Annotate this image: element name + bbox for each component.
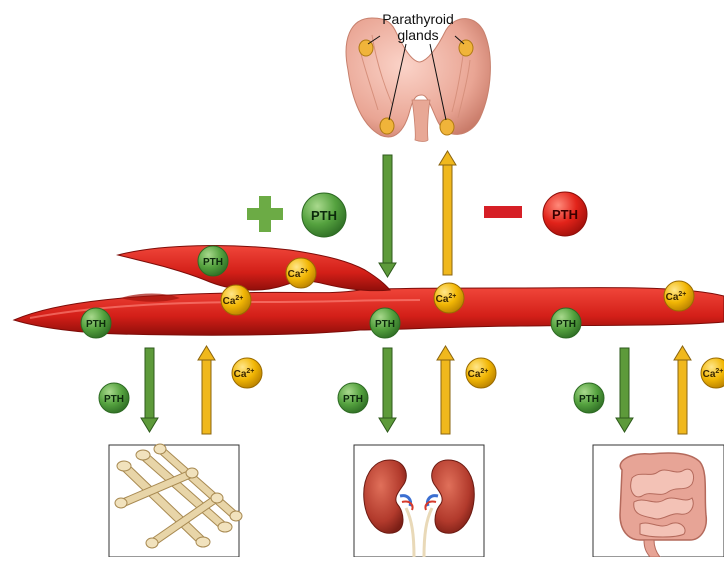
plus-sign-icon [247, 196, 283, 232]
kidney-panel [354, 445, 484, 557]
pth-badge-vessel-1: PTH [198, 246, 228, 276]
bone-panel [109, 444, 242, 557]
pth-badge-vessel-2: PTH [81, 308, 111, 338]
arrow-down-blood-to-kidney-pth [379, 348, 396, 432]
pth-badge-inhibited: PTH [543, 192, 587, 236]
pth-badge-bone: PTH [99, 383, 129, 413]
parathyroid-gland-lower-right [440, 119, 454, 135]
arrow-up-kidney-to-blood-calcium [437, 346, 454, 434]
calcium-badge-vessel-4: Ca2+ [664, 281, 694, 311]
calcium-badge-vessel-1: Ca2+ [286, 258, 316, 288]
gland-label-line2: glands [397, 27, 438, 43]
svg-text:PTH: PTH [104, 394, 124, 405]
arrow-up-bone-to-blood-calcium [198, 346, 215, 434]
calcium-badge-intestine: Ca2+ [701, 358, 724, 388]
arrow-down-blood-to-bone-pth [141, 348, 158, 432]
arrow-down-gland-to-blood-pth [379, 155, 396, 277]
svg-text:PTH: PTH [552, 207, 578, 222]
arrow-up-blood-to-gland-calcium [439, 151, 456, 275]
calcium-badge-vessel-2: Ca2+ [221, 285, 251, 315]
calcium-badge-kidney: Ca2+ [466, 358, 496, 388]
pth-badge-stimulating: PTH [302, 193, 346, 237]
parathyroid-gland-lower-left [380, 118, 394, 134]
blood-vessel [14, 246, 724, 336]
svg-text:PTH: PTH [579, 394, 599, 405]
svg-text:PTH: PTH [343, 394, 363, 405]
gland-label-line1: Parathyroid [382, 11, 454, 27]
arrow-up-intestine-to-blood-calcium [674, 346, 691, 434]
pth-badge-vessel-4: PTH [551, 308, 581, 338]
svg-text:PTH: PTH [311, 208, 337, 223]
svg-text:PTH: PTH [86, 319, 106, 330]
calcium-badge-vessel-3: Ca2+ [434, 283, 464, 313]
minus-sign-icon [484, 206, 522, 218]
pth-badge-kidney: PTH [338, 383, 368, 413]
pth-badge-vessel-3: PTH [370, 308, 400, 338]
intestine-panel [593, 445, 724, 557]
parathyroid-gland-upper-right [459, 40, 473, 56]
arrow-down-blood-to-intestine-pth [616, 348, 633, 432]
svg-text:PTH: PTH [375, 319, 395, 330]
calcium-badge-bone: Ca2+ [232, 358, 262, 388]
svg-text:PTH: PTH [203, 257, 223, 268]
pth-badge-intestine: PTH [574, 383, 604, 413]
svg-text:PTH: PTH [556, 319, 576, 330]
